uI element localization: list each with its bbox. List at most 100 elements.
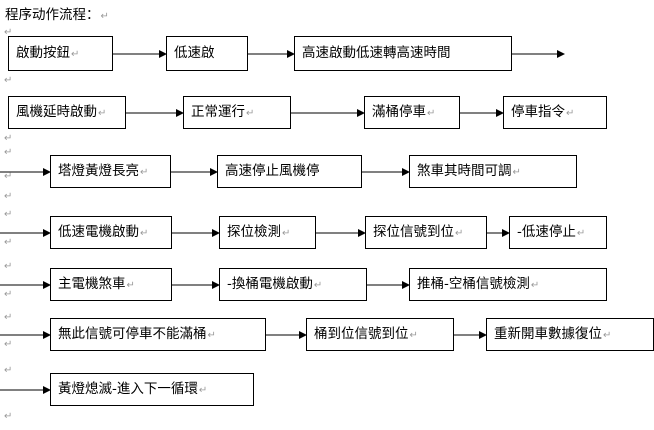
node-push-barrel-empty-signal-detection[interactable]: 推桶-空桶信號檢測↵ [409,268,607,301]
node-label: 高速啟動低速轉高速時間 [302,44,451,61]
node-fan-delay-start[interactable]: 風機延時啟動↵ [8,96,126,129]
margin-paragraph-mark: ↵ [4,209,13,220]
connector-r2-2 [291,96,365,129]
paragraph-mark-icon: ↵ [98,107,107,119]
node-label: 黃燈熄滅-進入下一循環 [58,380,198,397]
connector-r2-3 [460,96,504,129]
node-position-detection[interactable]: 探位檢測↵ [219,216,316,249]
paragraph-mark-icon: ↵ [313,279,323,291]
node-label: 探位信號到位 [373,223,454,240]
node-label: -換桶電機啟動 [227,275,313,292]
node-label: 煞車其時間可調 [417,162,512,179]
node-label: -低速停止 [517,223,576,240]
connector-r5-2 [367,268,410,301]
connector-r4-lead [0,216,51,249]
node-low-speed-stop[interactable]: -低速停止↵ [509,216,607,249]
node-label: 重新開車數據復位 [494,325,602,342]
node-low-speed-motor-start[interactable]: 低速電機啟動↵ [50,216,172,249]
node-brake-time-adjustable[interactable]: 煞車其時間可調↵ [409,155,577,188]
margin-paragraph-mark: ↵ [4,171,13,182]
arrow-head-icon [43,330,51,339]
node-full-barrel-stop[interactable]: 滿桶停車↵ [364,96,460,129]
paragraph-mark-icon: ↵ [246,107,255,119]
connector-line [512,53,564,54]
paragraph-mark-icon: ↵ [512,166,521,178]
node-high-speed-start-time[interactable]: 高速啟動低速轉高速時間 [294,36,512,71]
arrow-head-icon [287,49,295,58]
arrow-head-icon [176,108,184,117]
node-main-motor-brake[interactable]: 主電機煞車↵ [50,268,172,301]
margin-paragraph-mark: ↵ [4,75,13,86]
paragraph-mark-icon: ↵ [603,329,612,341]
node-label: 低速電機啟動 [58,223,139,240]
node-yellow-light-off-next-cycle[interactable]: 黃燈熄滅-進入下一循環↵ [50,373,254,406]
arrow-head-icon [299,330,307,339]
margin-paragraph-mark: ↵ [4,261,13,272]
node-label: 滿桶停車 [372,103,426,120]
connector-r6-lead [0,318,51,351]
paragraph-mark-icon: ↵ [126,279,135,291]
arrow-head-icon [43,280,51,289]
connector-line [0,284,50,285]
connector-line [454,334,486,335]
arrow-head-icon [502,228,510,237]
connector-line [266,334,306,335]
connector-r4-2 [316,216,366,249]
arrow-head-icon [43,385,51,394]
connector-r1-2 [248,36,295,71]
node-stop-command[interactable]: 停車指令↵ [503,96,607,129]
margin-paragraph-mark: ↵ [4,312,13,323]
node-no-signal-stop-not-full[interactable]: 無此信號可停車不能滿桶↵ [50,318,266,351]
connector-r3-2 [362,155,410,188]
connector-r7-lead [0,373,51,406]
arrow-head-icon [212,280,220,289]
connector-r1-1 [113,36,167,71]
arrow-head-icon [402,280,410,289]
arrow-head-icon [212,228,220,237]
margin-paragraph-mark: ↵ [4,237,13,248]
connector-line [487,232,509,233]
node-low-speed-start[interactable]: 低速啟 [166,36,248,71]
margin-paragraph-mark: ↵ [4,191,13,202]
arrow-head-icon [43,228,51,237]
paragraph-mark-icon: ↵ [576,227,586,239]
margin-paragraph-mark: ↵ [4,147,13,158]
node-label: 正常運行 [191,103,245,120]
node-normal-operation[interactable]: 正常運行↵ [183,96,291,129]
connector-line [362,171,409,172]
arrow-head-icon [557,49,565,58]
node-label: 桶到位信號到位 [314,325,409,342]
connector-line [172,232,219,233]
paragraph-mark-icon: ↵ [100,10,109,22]
margin-paragraph-mark: ↵ [4,365,13,376]
node-barrel-change-motor-start[interactable]: -換桶電機啟動↵ [219,268,367,301]
connector-line [316,232,365,233]
node-label: 高速停止風機停 [225,162,320,179]
node-label: 塔燈黃燈長亮 [58,162,139,179]
connector-line [0,171,50,172]
paragraph-mark-icon: ↵ [455,227,464,239]
node-label: 啟動按鈕 [16,44,70,61]
paragraph-mark-icon: ↵ [427,107,436,119]
node-label: 無此信號可停車不能滿桶 [58,325,207,342]
arrow-head-icon [479,330,487,339]
node-barrel-in-place-signal[interactable]: 桶到位信號到位↵ [306,318,454,351]
paragraph-mark-icon: ↵ [140,227,149,239]
arrow-head-icon [159,49,167,58]
node-high-speed-stop-fan-stop[interactable]: 高速停止風機停 [217,155,362,188]
arrow-head-icon [210,167,218,176]
node-restart-data-reset[interactable]: 重新開車數據復位↵ [486,318,654,351]
connector-r4-3 [487,216,510,249]
node-tower-yellow-light-on[interactable]: 塔燈黃燈長亮↵ [50,155,171,188]
node-label: 推桶-空桶信號檢測 [417,275,530,292]
connector-line [248,53,294,54]
margin-paragraph-mark: ↵ [4,411,13,422]
connector-r5-1 [172,268,220,301]
connector-line [126,112,183,113]
paragraph-mark-icon: ↵ [207,329,216,341]
node-position-signal-in-place[interactable]: 探位信號到位↵ [365,216,487,249]
node-start-button[interactable]: 啟動按鈕↵ [8,36,113,71]
connector-line [0,389,50,390]
connector-line [291,112,364,113]
